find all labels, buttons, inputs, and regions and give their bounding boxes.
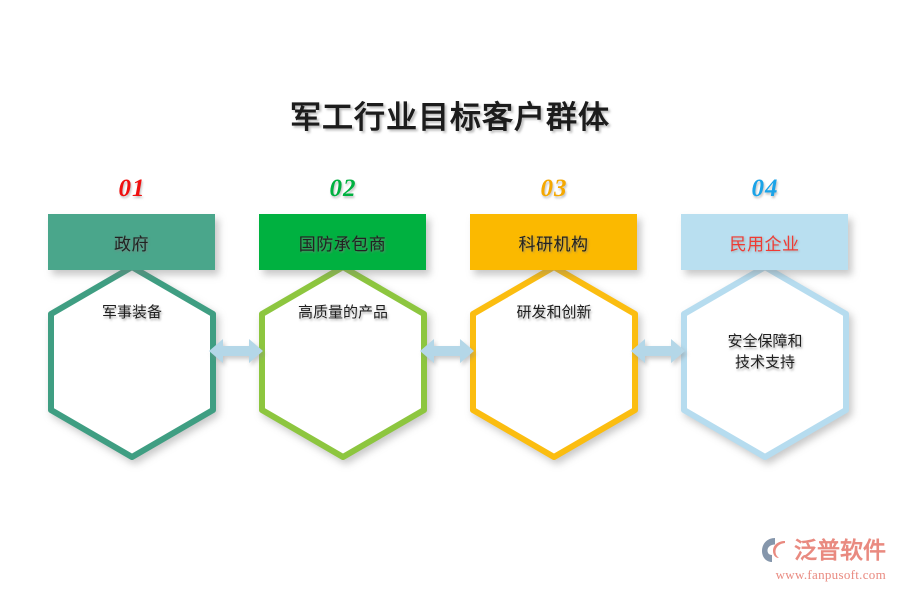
page-title: 军工行业目标客户群体 [290,100,610,135]
hexagon-shape-04 [679,262,851,462]
step-number-04: 04 [751,175,779,202]
category-header-04[interactable]: 民用企业 [681,214,848,270]
step-number-03: 03 [540,175,568,202]
logo-url: www.fanpusoft.com [775,567,886,582]
hexagon-line: 高质量的产品 [297,305,388,321]
column-1: 01 政府 军事装备 [26,0,238,600]
column-3: 03 科研机构 研发和创新 [448,0,660,600]
step-number-02: 02 [329,175,357,202]
hexagon-line: 研发和创新 [516,305,592,321]
logo-row: 泛普软件 [746,536,886,564]
double-headed-arrow-icon-3 [631,336,685,366]
step-number-01: 01 [118,175,146,202]
column-4: 04 民用企业 安全保障和 技术支持 [659,0,871,600]
logo-name: 泛普软件 [794,536,886,563]
brand-logo: 泛普软件 www.fanpusoft.com [746,536,886,592]
hexagon-shape-03 [468,262,640,462]
hexagon-text-01: 军事装备 [46,303,218,324]
fanpu-logo-icon [761,536,791,564]
column-2: 02 国防承包商 高质量的产品 [237,0,449,600]
hexagon-text-03: 研发和创新 [468,303,640,324]
hexagon-line: 技术支持 [734,355,795,371]
hexagon-shape-02 [257,262,429,462]
double-headed-arrow-icon-1 [209,336,263,366]
category-header-03[interactable]: 科研机构 [470,214,637,270]
category-header-01[interactable]: 政府 [48,214,215,270]
hexagon-shape-01 [46,262,218,462]
hexagon-text-04: 安全保障和 技术支持 [679,332,851,374]
hexagon-line: 军事装备 [101,305,162,321]
double-headed-arrow-icon-2 [420,336,474,366]
category-header-02[interactable]: 国防承包商 [259,214,426,270]
hexagon-line: 安全保障和 [727,334,803,350]
hexagon-text-02: 高质量的产品 [257,303,429,324]
